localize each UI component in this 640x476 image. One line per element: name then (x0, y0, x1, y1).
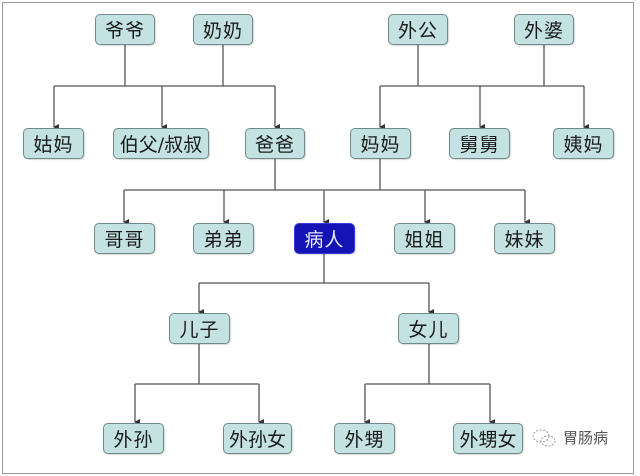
node-maternal-grandfather: 外公 (388, 14, 448, 45)
node-son: 儿子 (169, 313, 230, 344)
node-grandfather: 爷爷 (95, 14, 155, 45)
node-sons-daughter: 外孙女 (223, 423, 292, 454)
node-paternal-aunt: 姑妈 (23, 128, 84, 159)
node-older-brother: 哥哥 (94, 223, 155, 254)
node-daughter: 女儿 (398, 313, 459, 344)
node-mother: 妈妈 (350, 128, 411, 159)
node-maternal-uncle: 舅舅 (449, 128, 510, 159)
node-maternal-aunt: 姨妈 (553, 128, 614, 159)
node-daughters-daughter: 外甥女 (453, 423, 523, 454)
node-father: 爸爸 (245, 128, 305, 159)
watermark: 胃肠病 (531, 427, 608, 448)
watermark-label: 胃肠病 (563, 429, 609, 447)
node-maternal-grandmother: 外婆 (514, 14, 574, 45)
node-older-sister: 姐姐 (394, 223, 455, 254)
node-patient: 病人 (294, 223, 355, 254)
node-younger-sister: 妹妹 (494, 223, 555, 254)
node-sons-son: 外孙 (103, 423, 164, 454)
node-younger-brother: 弟弟 (193, 223, 254, 254)
wechat-icon (532, 429, 556, 446)
diagram-frame (2, 2, 634, 474)
node-grandmother: 奶奶 (193, 14, 253, 45)
node-paternal-uncle: 伯父/叔叔 (113, 128, 209, 159)
node-daughters-son: 外甥 (334, 423, 395, 454)
